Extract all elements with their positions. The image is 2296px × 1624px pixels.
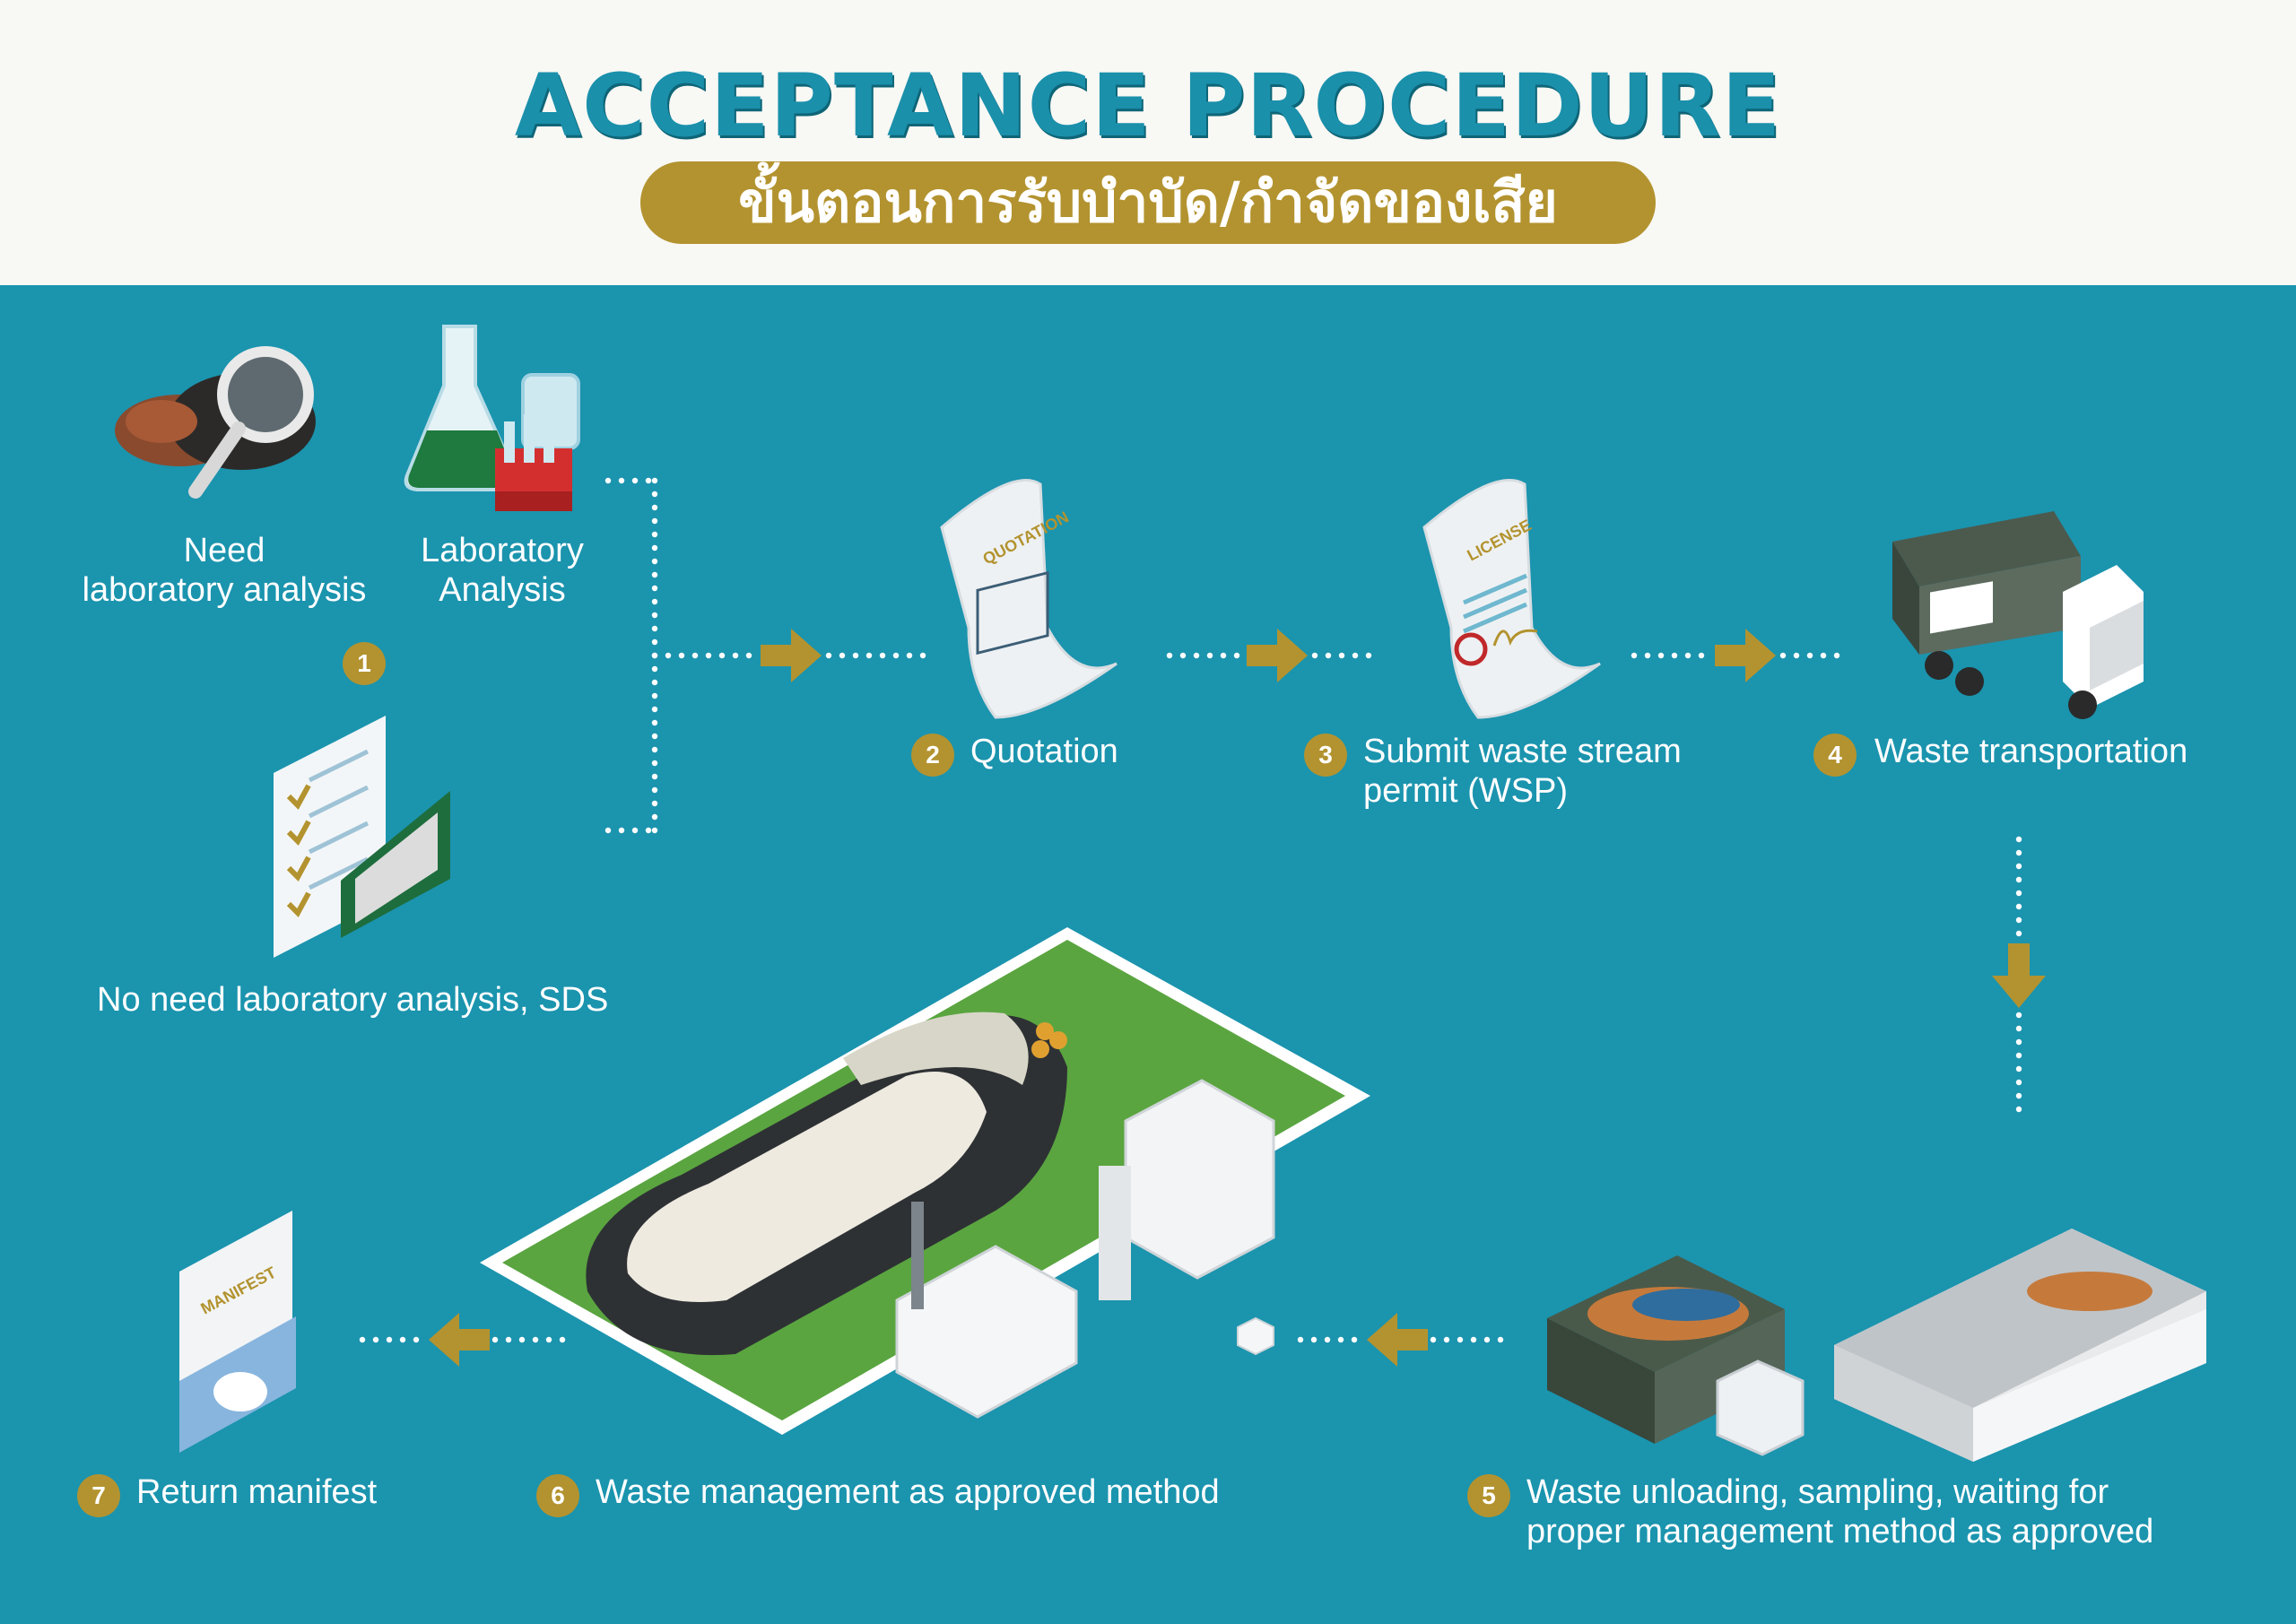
step1-lab-analysis-label-line1: Laboratory — [421, 532, 584, 569]
dotted-connectors — [359, 477, 2022, 1343]
arrow-4-to-5-icon — [1992, 943, 2046, 1008]
bracket-top-dots — [604, 477, 652, 484]
connector-1-2-right — [825, 652, 926, 659]
quotation-document-icon: QUOTATION — [940, 479, 1118, 719]
step3-label-line2: permit (WSP) — [1363, 772, 1568, 810]
arrow-1-to-2-icon — [761, 629, 822, 682]
soil-magnifier-icon — [115, 346, 316, 499]
connector-6-7-right — [491, 1336, 566, 1343]
step7-badge: 7 — [77, 1474, 120, 1517]
landfill-plant-icon — [480, 927, 1370, 1435]
step1-no-lab-label: No need laboratory analysis, SDS — [97, 981, 609, 1019]
subtitle-pill: ขั้นตอนการรับบำบัด/กำจัดของเสีย — [640, 161, 1656, 244]
step6-label: Waste management as approved method — [596, 1473, 1220, 1511]
connector-3-4-left — [1631, 652, 1705, 659]
step4-badge: 4 — [1813, 734, 1857, 777]
waste-bins-warehouse-icon — [1547, 1229, 2206, 1462]
arrow-2-to-3-icon — [1247, 629, 1308, 682]
lab-flask-icon — [404, 325, 580, 511]
connector-5-6-left — [1297, 1336, 1358, 1343]
connector-4-5-bottom — [2015, 1012, 2022, 1113]
step2-badge: 2 — [911, 734, 954, 777]
header-band: ACCEPTANCE PROCEDURE ขั้นตอนการรับบำบัด/… — [0, 0, 2296, 285]
manifest-folder-icon: MANIFEST — [179, 1211, 296, 1453]
license-document-icon: LICENSE — [1422, 479, 1601, 719]
step6-badge: 6 — [536, 1474, 579, 1517]
step3-label-line1: Submit waste stream — [1363, 733, 1682, 770]
step5-label-line1: Waste unloading, sampling, waiting for — [1526, 1473, 2109, 1511]
arrow-6-to-7-icon — [429, 1313, 490, 1367]
connector-5-6-right — [1430, 1336, 1504, 1343]
connector-2-3-left — [1166, 652, 1240, 659]
truck-icon — [1892, 511, 2144, 719]
step5-badge: 5 — [1467, 1474, 1510, 1517]
connector-3-4-right — [1779, 652, 1840, 659]
connector-2-3-right — [1311, 652, 1372, 659]
arrow-5-to-6-icon — [1367, 1313, 1428, 1367]
connector-1-2-left — [651, 652, 752, 659]
step1-badge: 1 — [343, 642, 386, 685]
arrow-3-to-4-icon — [1715, 629, 1776, 682]
page-title: ACCEPTANCE PROCEDURE — [514, 56, 1782, 156]
step3-badge: 3 — [1304, 734, 1347, 777]
sds-checklist-icon — [274, 716, 450, 958]
step7-label: Return manifest — [136, 1473, 378, 1511]
step1-need-lab-label-line1: Need — [183, 532, 265, 569]
step1-need-lab-label-line2: laboratory analysis — [82, 571, 367, 609]
step2-label: Quotation — [970, 733, 1118, 770]
step1-lab-analysis-label-line2: Analysis — [439, 571, 566, 609]
step4-label: Waste transportation — [1874, 733, 2188, 770]
connector-6-7-left — [359, 1336, 420, 1343]
bracket-bottom-dots — [604, 827, 652, 834]
page-subtitle: ขั้นตอนการรับบำบัด/กำจัดของเสีย — [738, 169, 1558, 235]
step5-label-line2: proper management method as approved — [1526, 1513, 2154, 1550]
connector-4-5-top — [2015, 836, 2022, 937]
